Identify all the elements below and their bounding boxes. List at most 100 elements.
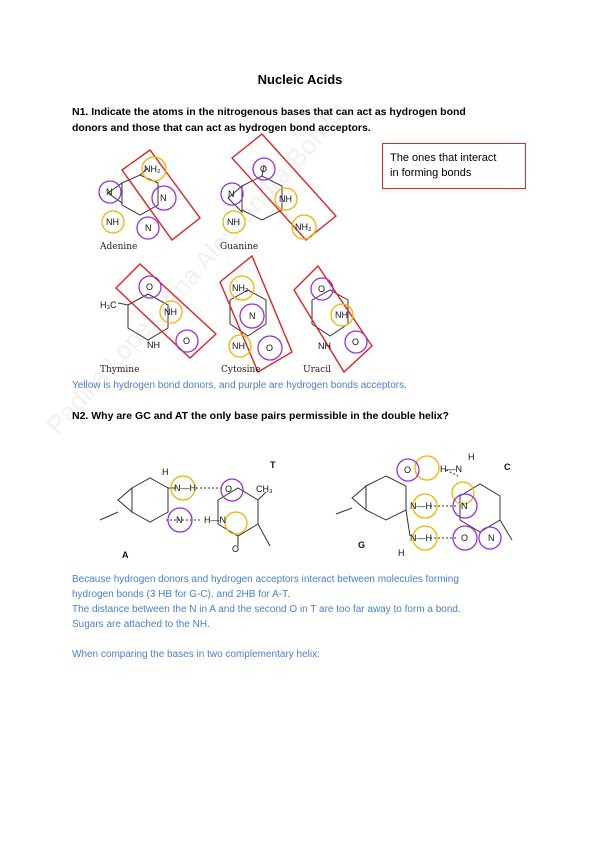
atom-n: N [249, 311, 256, 321]
atom-h-n: H—N [440, 464, 462, 474]
label-c: C [504, 462, 511, 472]
atom-nh: NH [279, 194, 292, 204]
acceptor-circle [239, 303, 265, 329]
answer-n2-line2: hydrogen bonds (3 HB for G-C), and 2HB f… [72, 589, 290, 600]
adenine-box [121, 149, 201, 242]
atom-nh: NH [335, 310, 348, 320]
adenine-structure [107, 167, 159, 216]
question-n1-line2: donors and those that can act as hydroge… [72, 122, 371, 134]
acceptor-circle [452, 493, 478, 519]
atom-n: N [176, 515, 183, 525]
atom-nh: NH [232, 341, 245, 351]
atom-o: O [146, 282, 153, 292]
atom-nh2: NH₂ [144, 164, 161, 174]
acceptor-circle [396, 458, 420, 482]
donor-circle [330, 303, 354, 327]
answer-n2-line3: The distance between the N in A and the … [72, 604, 461, 615]
label-t: T [270, 460, 276, 470]
atom-h: H [398, 548, 405, 558]
atom-o: O [461, 533, 468, 543]
callout-line1: The ones that interact [390, 152, 497, 164]
question-n2: N2. Why are GC and AT the only base pair… [72, 410, 449, 422]
atom-h3c: H₃C [100, 300, 117, 310]
atom-n: N [106, 187, 113, 197]
answer-n2-line5: When comparing the bases in two compleme… [72, 649, 320, 660]
donor-circle [412, 525, 438, 551]
label-a: A [122, 550, 129, 560]
label-uracil: Uracil [303, 365, 331, 375]
atom-h: H [162, 467, 169, 477]
label-guanine: Guanine [220, 242, 258, 252]
atom-nh: NH [164, 307, 177, 317]
acceptor-circle [98, 180, 122, 204]
atom-o: O [266, 343, 273, 353]
answer-n2-line4: Sugars are attached to the NH. [72, 619, 210, 630]
atom-o: O [404, 465, 411, 475]
answer-n2-line1: Because hydrogen donors and hydrogen acc… [72, 574, 459, 585]
atom-nh2: NH₂ [295, 222, 312, 232]
uracil-box [293, 264, 373, 374]
gc-pair-structure [335, 475, 513, 541]
question-n1-line1: N1. Indicate the atoms in the nitrogenou… [72, 106, 466, 118]
atom-n-h: N—H [410, 501, 432, 511]
donor-circle [451, 481, 475, 505]
donor-circle [274, 187, 298, 211]
callout-box: The ones that interact in forming bonds [382, 143, 526, 189]
guanine-box [230, 133, 338, 241]
acceptor-circle [151, 185, 177, 211]
donor-circle [229, 275, 255, 301]
acceptor-circle [310, 277, 334, 301]
donor-circle [291, 214, 317, 240]
acceptor-circle [344, 330, 368, 354]
atom-nh: NH [147, 340, 160, 350]
acceptor-circle [257, 335, 283, 361]
atom-n-h: N—H [410, 533, 432, 543]
atom-n: N [145, 223, 152, 233]
atom-nh: NH [318, 341, 331, 351]
answer-n1: Yellow is hydrogen bond donors, and purp… [72, 380, 407, 391]
acceptor-circle [138, 275, 162, 299]
donor-circle [170, 475, 196, 501]
donor-circle [222, 210, 246, 234]
question-n1: N1. Indicate the atoms in the nitrogenou… [72, 104, 532, 136]
acceptor-circle [175, 329, 199, 353]
atom-h: H [468, 452, 475, 462]
atom-o: O [183, 336, 190, 346]
atom-o: O [260, 164, 267, 174]
atom-ch3: CH₃ [256, 484, 273, 494]
atom-n-h: N—H [174, 483, 196, 493]
atom-n: N [461, 501, 468, 511]
atom-o: O [318, 284, 325, 294]
atom-o: O [352, 337, 359, 347]
label-thymine: Thymine [100, 365, 139, 375]
label-g: G [358, 540, 365, 550]
donor-circle [141, 156, 167, 182]
donor-circle [159, 300, 183, 324]
atom-nh: NH [106, 217, 119, 227]
acceptor-circle [136, 216, 160, 240]
acceptor-circle [478, 526, 502, 550]
donor-circle [224, 511, 248, 535]
at-pair-structure [99, 477, 271, 547]
atom-h-n: H—N [204, 515, 226, 525]
callout-line2: in forming bonds [390, 167, 472, 179]
acceptor-circle [220, 182, 244, 206]
donor-circle [101, 210, 125, 234]
cytosine-box [219, 254, 293, 374]
acceptor-circle [167, 507, 193, 533]
thymine-structure [117, 293, 169, 341]
atom-o: O [232, 544, 239, 554]
cytosine-structure [229, 289, 267, 337]
donor-circle [414, 455, 440, 481]
donor-circle [228, 334, 252, 358]
acceptor-circle [252, 157, 276, 181]
acceptor-circle [220, 478, 244, 502]
label-cytosine: Cytosine [221, 365, 261, 375]
atom-n: N [228, 189, 235, 199]
atom-nh2: NH₂ [232, 283, 249, 293]
acceptor-circle [452, 525, 478, 551]
atom-n: N [160, 193, 167, 203]
answer-n2: Because hydrogen donors and hydrogen acc… [72, 572, 542, 662]
